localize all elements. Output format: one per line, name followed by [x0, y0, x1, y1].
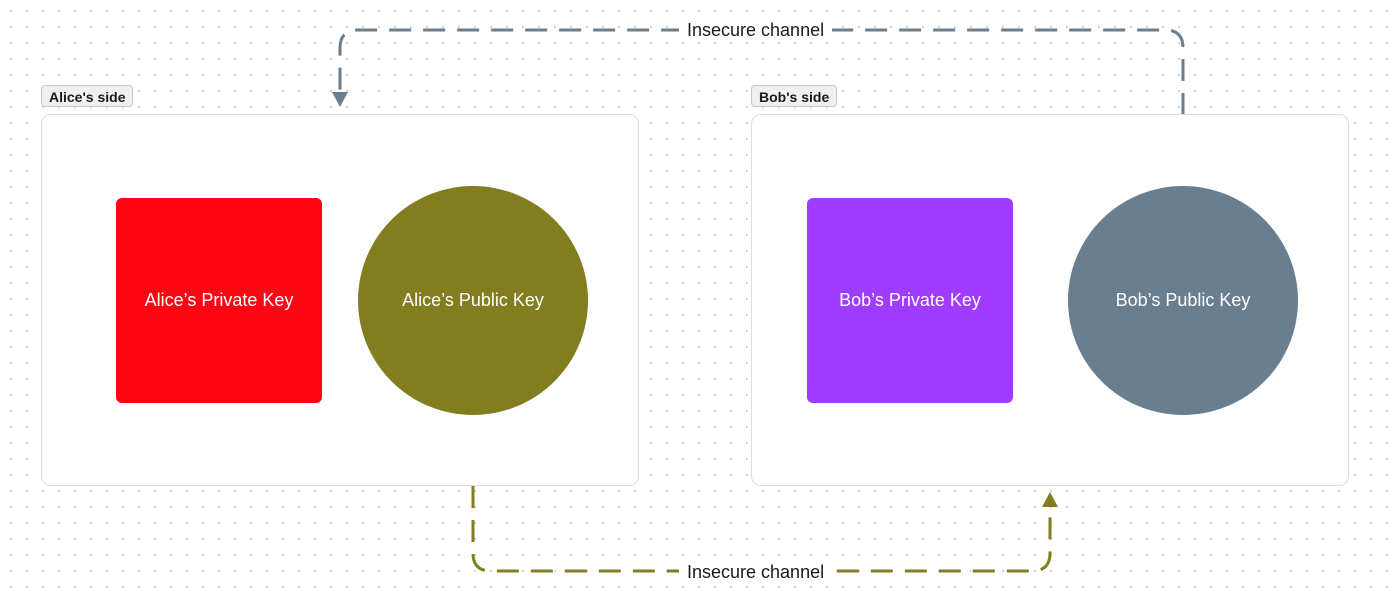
- bob-private-key-node[interactable]: Bob’s Private Key: [807, 198, 1013, 403]
- bob-private-key-label: Bob’s Private Key: [839, 290, 981, 310]
- bob-public-key-node[interactable]: Bob’s Public Key: [1068, 186, 1298, 415]
- arrowhead-bob-side: [1042, 492, 1058, 507]
- bob-side-label: Bob's side: [751, 85, 838, 107]
- alice-public-key-node[interactable]: Alice’s Public Key: [358, 186, 588, 415]
- edge-bob-to-alice: [338, 28, 1185, 183]
- bob-public-key-label: Bob’s Public Key: [1115, 290, 1251, 310]
- insecure-channel-label-bottom: Insecure channel: [679, 561, 833, 583]
- alice-side-label: Alice's side: [41, 85, 134, 107]
- alice-public-key-label: Alice’s Public Key: [402, 290, 544, 310]
- alice-private-key-node[interactable]: Alice’s Private Key: [116, 198, 322, 403]
- arrowhead-alice-side: [332, 92, 348, 107]
- alice-private-key-label: Alice’s Private Key: [144, 290, 294, 310]
- edge-alice-to-bob: [471, 418, 1052, 573]
- insecure-channel-label-top: Insecure channel: [679, 19, 833, 41]
